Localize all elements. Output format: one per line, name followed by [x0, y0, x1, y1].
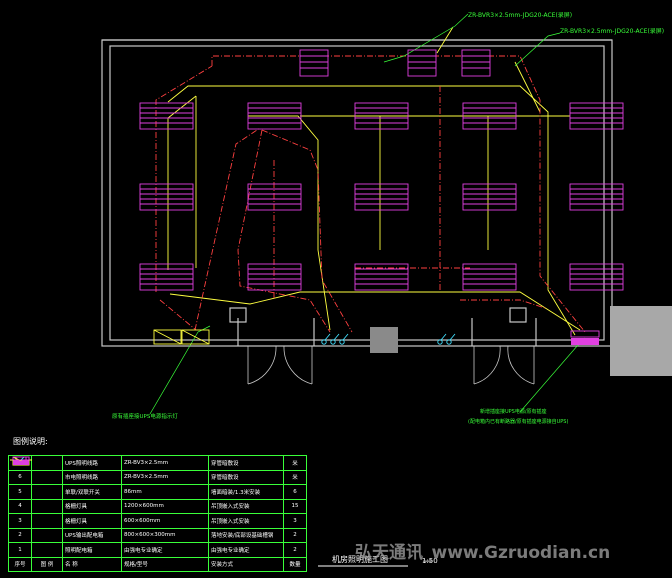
legend-qty: 米: [283, 455, 307, 471]
legend-header-cell: 名 称: [62, 556, 122, 572]
legend-header-cell: 安装方式: [208, 556, 284, 572]
watermark: 弘天通讯_www.Gzruodian.cn: [355, 543, 611, 563]
legend-header-cell: 图 例: [31, 556, 63, 572]
legend-qty: 2: [283, 527, 307, 543]
legend-header-cell: 数量: [283, 556, 307, 572]
legend-name: 单联/双联开关: [62, 484, 122, 500]
legend-install: 落地安装/底部设基础槽钢: [208, 527, 284, 543]
legend-symbol: [9, 455, 63, 471]
title-block: 机房照明施工图 1:50: [318, 545, 528, 575]
legend-qty: 15: [283, 498, 307, 514]
light-fixtures: [139, 49, 624, 291]
column-block: [370, 327, 398, 353]
equipment-block: [610, 306, 672, 376]
legend-no: 5: [8, 484, 32, 500]
bottom-left-note: 原有插座接UPS电源指示灯: [112, 414, 178, 420]
legend-spec: 86mm: [121, 484, 209, 500]
legend-name: 照明配电箱: [62, 542, 122, 558]
legend-symbol: [12, 456, 63, 543]
top-left-cable-label: ZR-BVR3×2.5mm-JDG20-ACE(录屏): [468, 12, 573, 19]
legend-no: 4: [8, 498, 32, 514]
legend-table: 7UPS照明线路ZR-BV3×2.5mm穿管暗敷设米6市电照明线路ZR-BV3×…: [8, 455, 307, 572]
legend-title: 图例说明:: [13, 437, 48, 446]
legend-spec: ZR-BV3×2.5mm: [121, 469, 209, 485]
legend-install: 吊顶嵌入式安装: [208, 513, 284, 529]
legend-symbol: [12, 456, 63, 514]
legend-qty: 3: [283, 513, 307, 529]
bottom-right-note-1: 新增插座接UPS电源/原有插座: [480, 409, 547, 415]
drawing-title: 机房照明施工图: [332, 555, 388, 564]
ups-output-boxes: [153, 329, 210, 345]
legend-spec: ZR-BV3×2.5mm: [121, 455, 209, 471]
legend-symbol: [16, 456, 63, 500]
doors: [247, 345, 535, 385]
legend-header-row: 序号图 例名 称规格/型号安装方式数量: [8, 556, 307, 572]
legend-name: 格栅灯具: [62, 498, 122, 514]
legend-spec: 1200×600mm: [121, 498, 209, 514]
legend-no: 6: [8, 469, 32, 485]
annotation-leaders: [149, 13, 586, 415]
bottom-right-note-2: (配电箱内已有断路器/原有插座电源接自UPS): [468, 419, 569, 425]
drawing-scale: 1:50: [422, 557, 438, 565]
legend-symbol: [9, 459, 63, 485]
walls: [101, 39, 613, 347]
switches: [321, 333, 456, 345]
legend-install: 穿管暗敷设: [208, 455, 284, 471]
legend-symbol: [15, 456, 63, 529]
legend-header-cell: 规格/型号: [121, 556, 209, 572]
legend-qty: 2: [283, 542, 307, 558]
legend-name: UPS输出配电箱: [62, 527, 122, 543]
legend-name: UPS照明线路: [62, 455, 122, 471]
legend-install: 由强电专业确定: [208, 542, 284, 558]
legend-name: 市电照明线路: [62, 469, 122, 485]
legend-spec: 由强电专业确定: [121, 542, 209, 558]
mains-lighting-circuit: [167, 26, 581, 336]
legend-qty: 6: [283, 484, 307, 500]
legend-spec: 800×600×300mm: [121, 527, 209, 543]
distribution-box: [570, 330, 600, 345]
legend-name: 格栅灯具: [62, 513, 122, 529]
legend-install: 穿管暗敷设: [208, 469, 284, 485]
legend-header-cell: 序号: [8, 556, 32, 572]
ups-lighting-circuit: [155, 55, 586, 333]
legend-no: 1: [8, 542, 32, 558]
legend-no: 2: [8, 527, 32, 543]
legend-spec: 600×600mm: [121, 513, 209, 529]
legend-install: 墙面暗装/1.3米安装: [208, 484, 284, 500]
top-right-cable-label: ZR-BVR3×2.5mm-JDG20-ACE(录屏): [560, 28, 665, 35]
legend-symbol: [12, 456, 63, 558]
legend-install: 吊顶嵌入式安装: [208, 498, 284, 514]
legend-qty: 米: [283, 469, 307, 485]
legend-no: 3: [8, 513, 32, 529]
